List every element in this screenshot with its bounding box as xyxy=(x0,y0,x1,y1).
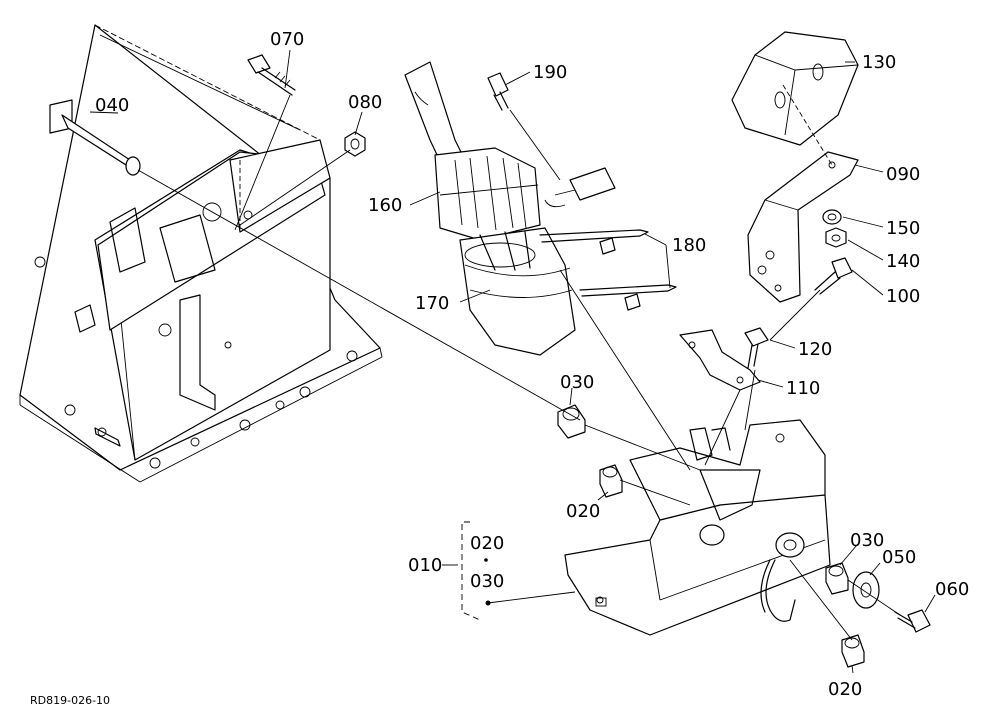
callout-110: 110 xyxy=(786,378,820,399)
callout-group-030: 030 xyxy=(470,571,504,592)
part-190-sensor xyxy=(487,72,509,111)
part-040-pin xyxy=(49,99,141,176)
part-160-joystick xyxy=(404,61,541,241)
callout-050: 050 xyxy=(882,547,916,568)
callout-150: 150 xyxy=(886,218,920,239)
base-frame xyxy=(19,24,383,483)
callout-120: 120 xyxy=(798,339,832,360)
callout-020-lower: 020 xyxy=(828,679,862,700)
part-030-bushing-upper xyxy=(557,404,586,439)
callout-100: 100 xyxy=(886,286,920,307)
callout-030-lower: 030 xyxy=(850,530,884,551)
part-050-washer xyxy=(852,571,880,609)
callout-070: 070 xyxy=(270,29,304,50)
callout-170: 170 xyxy=(415,293,449,314)
callout-group-020: 020 xyxy=(470,533,504,554)
callout-160: 160 xyxy=(368,195,402,216)
part-180-pins xyxy=(539,167,677,311)
part-150-washer xyxy=(822,209,842,225)
drawing-code: RD819-026-10 xyxy=(30,694,110,707)
part-020-spacer-upper xyxy=(599,464,623,498)
part-140-nut xyxy=(825,227,847,248)
part-030-bushing-lower xyxy=(825,562,849,595)
part-070-bolt xyxy=(247,54,296,96)
callout-130: 130 xyxy=(862,52,896,73)
callout-180: 180 xyxy=(672,235,706,256)
part-080-nut xyxy=(344,131,366,157)
callout-020-upper: 020 xyxy=(566,501,600,522)
part-110-bracket xyxy=(679,329,761,391)
callout-010: 010 xyxy=(408,555,442,576)
callout-060: 060 xyxy=(935,579,969,600)
part-170-lever-base xyxy=(459,227,576,356)
callout-labels: 070 040 080 190 160 130 090 150 140 100 … xyxy=(30,29,969,707)
callout-090: 090 xyxy=(886,164,920,185)
leader-lines xyxy=(89,49,936,674)
part-100-bolt xyxy=(814,257,853,295)
callout-140: 140 xyxy=(886,251,920,272)
part-020-spacer-lower xyxy=(841,634,865,668)
callout-030-upper: 030 xyxy=(560,372,594,393)
callout-190: 190 xyxy=(533,62,567,83)
part-010-main-bracket xyxy=(564,419,831,636)
callout-080: 080 xyxy=(348,92,382,113)
part-120-bolt xyxy=(744,327,769,369)
callout-040: 040 xyxy=(95,95,129,116)
part-060-bolt xyxy=(894,609,931,633)
part-090-bracket xyxy=(747,151,859,303)
part-130-cover xyxy=(731,31,859,146)
